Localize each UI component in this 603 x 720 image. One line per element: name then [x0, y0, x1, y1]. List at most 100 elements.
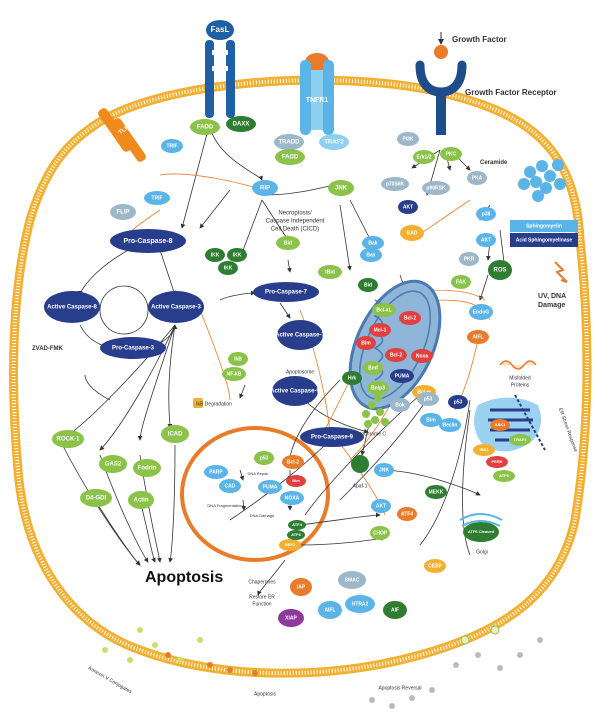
- node-ikk-a: IKK: [205, 248, 225, 262]
- node-ikb: IkB: [228, 352, 248, 366]
- node-p53-right: p53: [448, 395, 468, 409]
- node-gas2: GAS2: [99, 455, 127, 473]
- restore-er-label: Restore ER: [249, 594, 275, 600]
- pkr-label: PKR: [464, 256, 475, 262]
- node-ikk-b: IKK: [227, 248, 247, 262]
- cytochrome-c-label: Cytochrome C: [354, 431, 386, 437]
- nucleus-puma-label: PUMA: [263, 484, 278, 490]
- apoptosis-bottom-label: Apoptosis: [254, 691, 276, 697]
- node-atf6: ATF6: [493, 470, 515, 482]
- node-cebp: CEBP: [424, 559, 446, 573]
- node-mito-p53: p53: [417, 392, 439, 406]
- node-active-caspase-3: Active Caspase-3: [148, 291, 204, 323]
- rock1-label: ROCK-1: [56, 437, 80, 443]
- nucleus-noxa-label: NOXA: [285, 495, 300, 501]
- hrk-label: Hrk: [348, 375, 357, 381]
- node-tbid: tBid: [318, 265, 342, 279]
- node-beclin: Beclin: [439, 418, 461, 432]
- node-nucleus-noxa: NOXA: [280, 491, 304, 505]
- pro-caspase-3-label: Pro-Caspase-3: [112, 346, 155, 352]
- p53-right-label: p53: [454, 399, 463, 405]
- proteins-label: Proteins: [511, 382, 530, 388]
- tnfr1-receptor: TNFR1: [300, 53, 334, 135]
- cytochrome-c-dots: [362, 394, 389, 428]
- fodrin-label: Fodrin: [138, 466, 157, 472]
- node-erk12: Erk1/2: [413, 150, 435, 164]
- node-pkc: PKC: [440, 147, 462, 161]
- htra2-label: HTRA2: [352, 601, 369, 607]
- fadd-label: FADD: [197, 125, 214, 131]
- bclw-label: Bcl-w: [417, 389, 430, 395]
- node-fodrin: Fodrin: [133, 459, 161, 477]
- noxa-label: Noxa: [416, 353, 428, 359]
- daxx-label: DAXX: [233, 122, 250, 128]
- traf2-label: TRAF2: [324, 140, 344, 146]
- pi3k-label: PI3K: [402, 136, 414, 142]
- node-bid: Bid: [276, 236, 300, 250]
- node-ire1: IRE1: [473, 444, 495, 456]
- growth-factor-label: Growth Factor: [452, 35, 507, 44]
- node-pro-caspase-3: Pro-Caspase-3: [100, 337, 166, 359]
- bmf-label: Bmf: [368, 365, 378, 371]
- ikb-label: IkB: [234, 356, 242, 362]
- rip-label: RIP: [260, 186, 270, 192]
- mito-bcl2b-label: Bcl-2: [390, 352, 402, 358]
- aif-label: AIF: [391, 607, 399, 613]
- atf6-cleaved-label: ATF6 Cleaved: [468, 529, 495, 534]
- pro-caspase-9-label: Pro-Caspase-9: [311, 435, 354, 441]
- akt-top-label: AKT: [403, 204, 413, 210]
- tlr-label: TLR: [118, 124, 132, 136]
- necroptosis-label: Necroptosis/: [278, 211, 312, 217]
- ikb-degradation: IkB Degradation: [193, 398, 232, 408]
- node-rock1: ROCK-1: [52, 430, 84, 448]
- atf4-nuc-label: ATF4: [292, 522, 302, 527]
- node-akt-top: AKT: [398, 200, 418, 214]
- node-p38: p38: [476, 207, 496, 221]
- golgi-label: Golgi: [476, 549, 488, 555]
- erk12-label: Erk1/2: [416, 154, 431, 160]
- active-caspase-8-label: Active Caspase-8: [47, 305, 97, 311]
- traf2-er-label: TRAF2: [514, 437, 528, 442]
- tlr-receptor: TLR: [98, 108, 146, 162]
- sphingomyelin-box: Sphingomyelin Acid Sphingomyelinase: [510, 220, 578, 247]
- bclxl-label: Bcl-xL: [376, 307, 391, 313]
- bak-label: Bak: [368, 240, 377, 246]
- mito-p53-label: p53: [424, 396, 433, 402]
- node-noxa: Noxa: [411, 349, 433, 363]
- chaperones-label: Chaperones: [248, 579, 276, 585]
- node-actin: Actin: [128, 491, 154, 509]
- acid-sphingomyelinase-label: Acid Sphingomyelinase: [516, 237, 573, 243]
- tnfr1-label: TNFR1: [306, 97, 329, 104]
- p38-label: p38: [482, 211, 491, 217]
- mito-bcl2-label: Bcl-2: [404, 315, 416, 321]
- endog-label: EndoG: [473, 309, 489, 315]
- node-bax: Bax: [360, 248, 382, 262]
- fasl-receptor: FasL: [205, 20, 235, 118]
- trif-label: TRIF: [151, 195, 162, 201]
- puma-label: PUMA: [395, 373, 410, 379]
- node-htra2: HTRA2: [345, 595, 375, 613]
- node-atf4-nuc: ATF4: [288, 520, 306, 530]
- tradd-label: TRADD: [279, 140, 301, 146]
- node-rip: RIP: [252, 180, 278, 196]
- node-p70s6k: p70S6K: [381, 177, 409, 191]
- dna-repair-label: DNA Repair: [247, 471, 269, 476]
- node-pro-caspase-9: Pro-Caspase-9: [300, 427, 364, 447]
- node-pro-caspase-7: Pro-Caspase-7: [253, 282, 319, 302]
- cell-death-label: Cell Death (CICD): [271, 227, 319, 233]
- node-active-caspase-8: Active Caspase-8: [44, 291, 100, 323]
- node-akt-lower: AKT: [371, 499, 391, 513]
- node-active-caspase-9: Active Caspase-9: [270, 376, 321, 406]
- atf6-label: ATF6: [499, 473, 509, 478]
- uv-label: UV, DNA: [538, 293, 566, 300]
- atf6-nuc-label: ATF6: [291, 532, 301, 537]
- ceramide-label: Ceramide: [480, 160, 508, 166]
- perk-label: PERK: [491, 459, 502, 464]
- node-mito-bim: Bim: [356, 336, 376, 350]
- node-aifl2: AIFL: [318, 601, 342, 619]
- node-atf6-cleaved: ATF6 Cleaved: [463, 522, 499, 542]
- parp-label: PARP: [209, 469, 223, 475]
- smac-label: SMAC: [345, 577, 360, 583]
- akt-lower-label: AKT: [376, 503, 386, 509]
